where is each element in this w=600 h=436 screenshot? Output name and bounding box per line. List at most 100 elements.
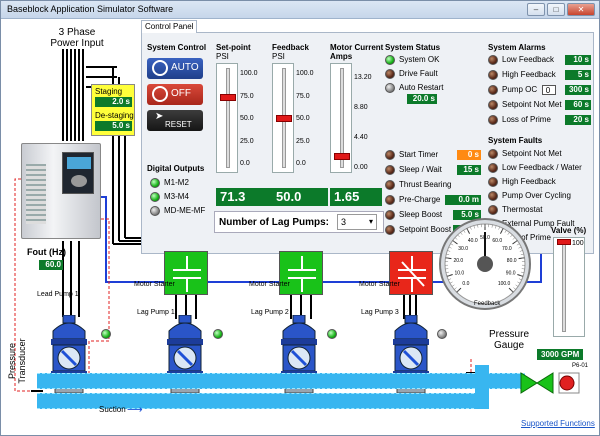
gauge-minor-tick bbox=[446, 275, 450, 277]
motor-starter-3-label: Motor Starter bbox=[359, 281, 400, 288]
sleep-wait-value: 15 s bbox=[457, 165, 481, 175]
setpoint-thumb[interactable] bbox=[220, 93, 236, 101]
contactor-icon bbox=[173, 256, 201, 292]
gauge-tick-label: 10.0 bbox=[454, 270, 464, 276]
gauge-minor-tick bbox=[451, 284, 455, 287]
auto-button[interactable]: AUTO bbox=[147, 58, 203, 79]
setpoint-title: Set-point bbox=[216, 43, 251, 52]
window-title: Baseblock Application Simulator Software bbox=[7, 4, 174, 14]
do-m3-m4-label: M3-M4 bbox=[164, 192, 189, 201]
fault-setpoint-not-met: Setpoint Not Met bbox=[502, 149, 562, 158]
gauge-minor-tick bbox=[477, 224, 479, 228]
setpoint-boost-label: Setpoint Boost bbox=[399, 225, 452, 234]
gauge-minor-tick bbox=[470, 226, 472, 230]
loss-of-prime-alarm-led bbox=[488, 115, 498, 125]
power-input-label: 3 Phase Power Input bbox=[50, 27, 104, 49]
feedback-slider[interactable] bbox=[272, 63, 294, 173]
supported-functions-link[interactable]: Supported Functions bbox=[521, 419, 595, 428]
gauge-tick-label: 70.0 bbox=[502, 246, 512, 252]
system-ok-label: System OK bbox=[399, 55, 440, 64]
gauge-minor-tick bbox=[507, 232, 510, 235]
fault-low-feedback-water: Low Feedback / Water bbox=[502, 163, 582, 172]
do-m1-m2-label: M1-M2 bbox=[164, 178, 189, 187]
pump-1[interactable] bbox=[49, 314, 89, 405]
off-button[interactable]: OFF bbox=[147, 84, 203, 105]
power-icon bbox=[152, 60, 168, 76]
pump-label-lead-1: Lead Pump 1 bbox=[37, 291, 79, 298]
drive-fault-led bbox=[385, 69, 395, 79]
staging-box: Staging 2.0 s De-staging 5.0 s bbox=[91, 84, 135, 136]
setpoint-slider[interactable] bbox=[216, 63, 238, 173]
pre-charge-label: Pre-Charge bbox=[399, 195, 441, 204]
gauge-minor-tick bbox=[517, 281, 521, 284]
pre-charge-led bbox=[385, 195, 395, 205]
drive-unit[interactable] bbox=[21, 143, 101, 239]
motor-starter-2-label: Motor Starter bbox=[249, 281, 290, 288]
gauge-tick-label: 100.0 bbox=[498, 281, 511, 287]
gauge-minor-tick bbox=[473, 225, 475, 229]
chevron-down-icon: ▾ bbox=[368, 217, 373, 226]
pump-oc-alarm-led bbox=[488, 85, 498, 95]
pump-4[interactable] bbox=[391, 314, 431, 405]
fault-external-pump: External Pump Fault bbox=[502, 219, 575, 228]
fault-led bbox=[488, 177, 498, 187]
close-button[interactable]: ✕ bbox=[567, 3, 595, 16]
gauge-minor-tick bbox=[501, 228, 504, 232]
gauge-minor-tick bbox=[466, 228, 469, 232]
lag-pumps-select[interactable]: 3 ▾ bbox=[337, 214, 377, 230]
gauge-tick-label: 60.0 bbox=[492, 238, 502, 244]
pump-oc-count[interactable]: 0 bbox=[542, 85, 556, 95]
pump-2-run-led bbox=[213, 329, 223, 339]
feedback-title: Feedback bbox=[272, 43, 309, 52]
motor-starter-1[interactable] bbox=[164, 251, 208, 295]
control-panel: System Control AUTO OFF ➤ RESET Digital … bbox=[141, 32, 594, 254]
pump-2[interactable] bbox=[165, 314, 205, 405]
gauge-minor-tick bbox=[457, 234, 460, 238]
tab-control-panel[interactable]: Control Panel bbox=[141, 20, 197, 33]
do-m3-m4-led bbox=[150, 192, 160, 202]
gauge-minor-tick bbox=[516, 243, 520, 246]
pressure-gauge-dial: 0.010.020.030.040.050.060.070.080.090.01… bbox=[439, 218, 531, 310]
gauge-minor-tick bbox=[519, 250, 523, 252]
maximize-button[interactable]: □ bbox=[547, 3, 565, 16]
gauge-tick-label: 80.0 bbox=[507, 258, 517, 264]
valve-label: Valve (%) bbox=[551, 226, 587, 235]
fault-led bbox=[488, 205, 498, 215]
sleep-wait-label: Sleep / Wait bbox=[399, 165, 442, 174]
flow-control-valve[interactable] bbox=[519, 371, 581, 395]
motor-starter-3[interactable] bbox=[389, 251, 433, 295]
pump-3[interactable] bbox=[279, 314, 319, 405]
gauge-minor-tick bbox=[498, 226, 500, 230]
gauge-minor-tick bbox=[460, 232, 463, 235]
suction-label: Suction bbox=[99, 405, 126, 414]
loss-of-prime-alarm-value: 20 s bbox=[565, 115, 591, 125]
feedback-unit: PSI bbox=[272, 52, 285, 61]
high-feedback-alarm-value: 5 s bbox=[565, 70, 591, 80]
simulator-canvas: 3 Phase Power Input Staging 2.0 s De-sta… bbox=[1, 19, 599, 435]
valve-thumb[interactable] bbox=[557, 239, 571, 245]
pump-oc-alarm-value: 300 s bbox=[565, 85, 591, 95]
reset-button[interactable]: ➤ RESET bbox=[147, 110, 203, 131]
minimize-button[interactable]: – bbox=[527, 3, 545, 16]
setpoint-track bbox=[226, 68, 230, 168]
pump-icon bbox=[281, 314, 317, 403]
motor-current-readout: 1.65 bbox=[330, 188, 382, 206]
gauge-minor-tick bbox=[512, 237, 516, 240]
arrow-right-icon: ⟶ bbox=[127, 404, 143, 416]
low-feedback-alarm-label: Low Feedback bbox=[502, 55, 555, 64]
gauge-minor-tick bbox=[447, 250, 451, 252]
staging-value: 2.0 s bbox=[95, 97, 132, 107]
auto-restart-led bbox=[385, 83, 395, 93]
pump-label-lag-2: Lag Pump 2 bbox=[251, 309, 289, 316]
fault-led bbox=[488, 191, 498, 201]
system-control-title: System Control bbox=[147, 43, 207, 52]
fault-led bbox=[488, 163, 498, 173]
gauge-minor-tick bbox=[495, 225, 497, 229]
gauge-tick-label: 90.0 bbox=[506, 270, 516, 276]
valve-slider[interactable]: 100 bbox=[553, 237, 585, 337]
feedback-thumb[interactable] bbox=[276, 115, 292, 122]
title-bar: Baseblock Application Simulator Software… bbox=[1, 1, 599, 19]
motor-starter-2[interactable] bbox=[279, 251, 323, 295]
gauge-minor-tick bbox=[452, 240, 456, 243]
